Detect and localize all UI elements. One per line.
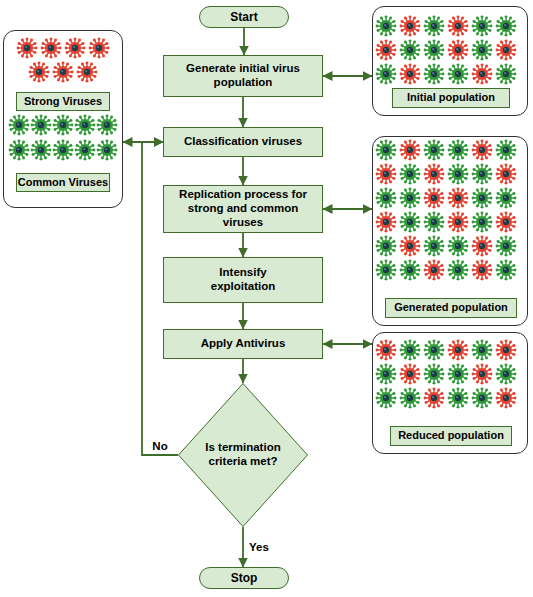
process-box: Apply Antivirus (163, 329, 323, 359)
flow-arrow (323, 75, 372, 77)
diamond-shape (179, 384, 308, 527)
flow-arrow (243, 28, 245, 55)
node-text: Start (230, 10, 257, 24)
flow-arrow (242, 97, 244, 127)
panel-label-box: Reduced population (390, 426, 512, 446)
node-text: Reduced population (398, 429, 504, 442)
flow-arrow (242, 157, 244, 185)
node-text: Generate initial virus population (168, 62, 318, 90)
process-box: Intensify exploitation (163, 257, 323, 303)
edge-label: Yes (249, 541, 269, 553)
flow-arrow (242, 359, 244, 383)
flow-arrow (242, 233, 244, 257)
node-text: Common Viruses (18, 176, 108, 189)
panel-label-box: Strong Viruses (16, 92, 110, 111)
node-text: Stop (231, 571, 258, 585)
panel-label-box: Generated population (385, 298, 517, 318)
node-text: Generated population (394, 301, 508, 314)
node-text: Apply Antivirus (201, 337, 286, 351)
flow-arrow (123, 141, 163, 143)
flow-arrow (242, 303, 244, 329)
flow-arrow (242, 527, 244, 567)
population-panel: Generated population (372, 136, 528, 326)
edge-label: No (152, 440, 167, 452)
node-text: Is termination criteria met? (197, 441, 289, 469)
virus-class-panel: Strong VirusesCommon Viruses (3, 30, 123, 208)
panel-label-box: Initial population (392, 88, 510, 108)
population-panel: Reduced population (372, 332, 528, 454)
node-text: Replication process for strong and commo… (171, 188, 316, 229)
node-text: Classification viruses (184, 135, 302, 149)
population-panel: Initial population (372, 6, 528, 116)
decision-diamond: Is termination criteria met? (178, 383, 308, 527)
node-text: Initial population (407, 91, 495, 104)
process-box: Generate initial virus population (163, 55, 323, 97)
node-text: Intensify exploitation (193, 266, 293, 294)
process-box: Classification viruses (163, 127, 323, 157)
node-text: Strong Viruses (24, 95, 102, 108)
flow-arrow (323, 343, 372, 345)
flow-arrow (323, 208, 372, 210)
panel-label-box: Common Viruses (16, 173, 110, 192)
process-box: Replication process for strong and commo… (163, 185, 323, 233)
terminal-box: Start (199, 6, 289, 28)
terminal-box: Stop (199, 567, 289, 589)
